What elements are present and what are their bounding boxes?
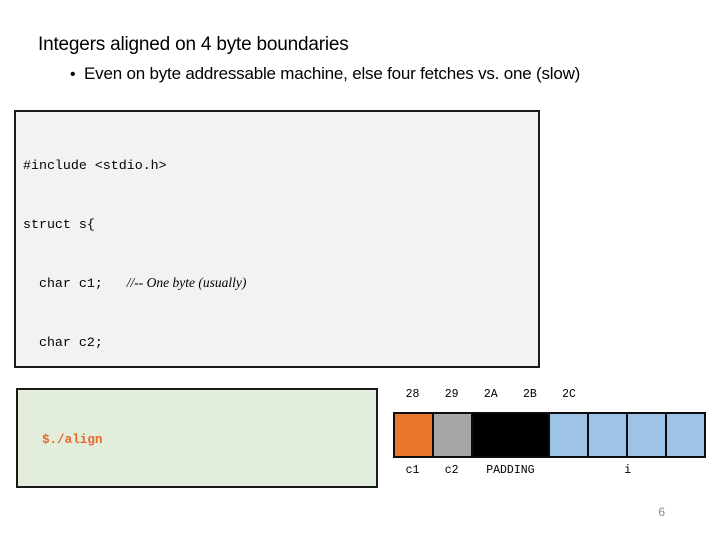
memory-cell-row xyxy=(393,412,706,458)
memory-field-label: c2 xyxy=(444,464,459,477)
memory-field-label: PADDING xyxy=(486,464,535,477)
code-line-text: char c1; xyxy=(23,276,127,291)
page-title: Integers aligned on 4 byte boundaries xyxy=(38,34,349,55)
memory-address-label: 2C xyxy=(562,388,576,401)
page-number: 6 xyxy=(658,505,665,519)
code-line: #include <stdio.h> xyxy=(23,158,167,173)
memory-cell-i xyxy=(666,414,704,456)
code-line: struct s{ xyxy=(23,216,95,232)
memory-address-label: 29 xyxy=(444,388,459,401)
bullet-item: • Even on byte addressable machine, else … xyxy=(70,64,580,84)
memory-cell-i xyxy=(549,414,589,456)
memory-address-label: 28 xyxy=(405,388,420,401)
bullet-point-icon: • xyxy=(70,66,76,83)
memory-cell-padding xyxy=(473,414,511,456)
terminal-output-panel: $./align Address of str.c1 is 0x7fff5b32… xyxy=(16,388,378,488)
memory-address-label: 2A xyxy=(483,388,498,401)
memory-layout-diagram: 28 29 2A 2B 2C c1 c2 PADDING i xyxy=(393,388,706,488)
code-line: char c2; xyxy=(23,334,103,350)
bullet-item-label: Even on byte addressable machine, else f… xyxy=(84,64,581,83)
memory-cell-c2 xyxy=(434,414,474,456)
code-comment: //-- One byte (usually) xyxy=(126,275,247,290)
memory-cell-c1 xyxy=(395,414,435,456)
source-code-panel: #include <stdio.h> struct s{ char c1; //… xyxy=(14,110,540,368)
memory-field-label-row: c1 c2 PADDING i xyxy=(393,464,706,484)
memory-address-row: 28 29 2A 2B 2C xyxy=(393,388,706,408)
terminal-prompt-line: $./align xyxy=(42,433,103,447)
memory-cell-i xyxy=(627,414,667,456)
memory-field-label: i xyxy=(624,464,632,477)
memory-cell-i xyxy=(588,414,628,456)
memory-cell-padding xyxy=(510,414,550,456)
code-line: char c1; //-- One byte (usually) xyxy=(23,273,532,294)
memory-address-label: 2B xyxy=(523,388,537,401)
memory-field-label: c1 xyxy=(405,464,420,477)
